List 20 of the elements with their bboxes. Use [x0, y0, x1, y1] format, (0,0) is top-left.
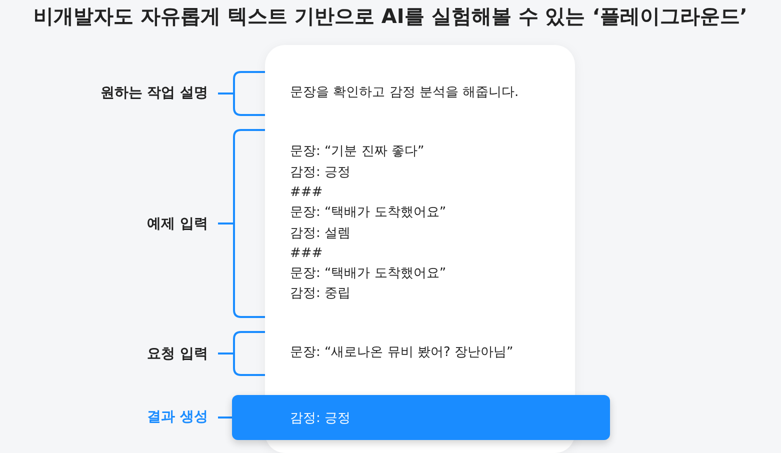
text-line: 문장: “택배가 도착했어요” — [290, 265, 446, 284]
text-line: 문장: “기분 진짜 좋다” — [290, 143, 424, 162]
text-line: 감정: 중립 — [290, 285, 351, 304]
text-line: ### — [290, 244, 323, 263]
bracket-line — [217, 331, 266, 376]
text-line: 감정: 설렘 — [290, 224, 351, 242]
connector-line — [218, 416, 232, 418]
bracket-line — [217, 71, 266, 116]
title: 비개발자도 자유롭게 텍스트 기반으로 AI를 실험해볼 수 있는 ‘플레이그라운드’ — [32, 3, 748, 30]
text-line: 감정: 긍정 — [290, 164, 351, 182]
text-line: 문장: “새로나온 뮤비 봤어? 장난아님” — [290, 344, 514, 362]
text-line: ### — [290, 184, 323, 202]
section-label: 요청 입력 — [20, 341, 208, 367]
text-line: 문장을 확인하고 감정 분석을 해줍니다. — [290, 84, 519, 102]
section-label: 예제 입력 — [20, 211, 208, 237]
section-label: 원하는 작업 설명 — [20, 80, 208, 106]
result-bar: 감정: 긍정 — [232, 395, 610, 440]
section-label: 결과 생성 — [20, 404, 208, 430]
bracket-line — [217, 129, 266, 318]
text-line: 문장: “택배가 도착했어요” — [290, 204, 446, 222]
